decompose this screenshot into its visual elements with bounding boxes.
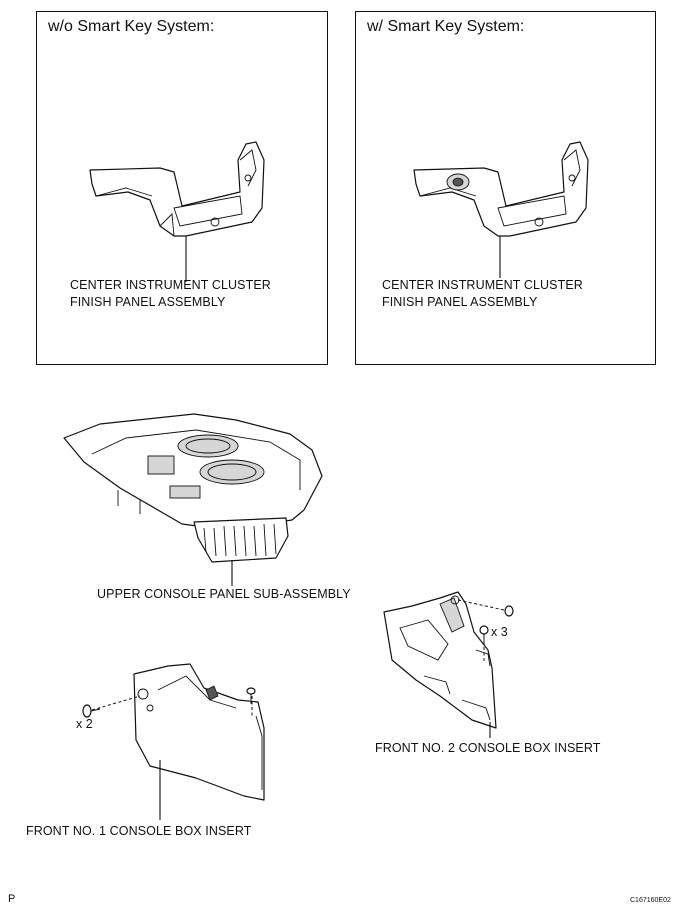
front-no2-drawing — [383, 591, 497, 729]
screw-path — [91, 695, 141, 711]
screw-icon — [479, 625, 489, 644]
screw-count: x 3 — [491, 625, 508, 639]
figure-code: C167160E02 — [630, 897, 671, 904]
screw-count: x 2 — [76, 717, 93, 731]
finish-panel-drawing-left — [89, 141, 265, 237]
front-no1-drawing — [133, 663, 265, 801]
part-label-upper-console: UPPER CONSOLE PANEL SUB-ASSEMBLY — [97, 587, 351, 601]
screw-icon — [246, 687, 256, 704]
label-line: CENTER INSTRUMENT CLUSTER — [382, 278, 583, 292]
footer-mark: P — [8, 893, 16, 905]
part-label-front-no2: FRONT NO. 2 CONSOLE BOX INSERT — [375, 741, 601, 755]
panel-with-smart-key: w/ Smart Key System: — [355, 11, 656, 365]
part-label-front-no1: FRONT NO. 1 CONSOLE BOX INSERT — [26, 824, 252, 838]
part-label: CENTER INSTRUMENT CLUSTER FINISH PANEL A… — [70, 277, 271, 311]
upper-console-drawing — [63, 413, 323, 563]
screw-icon — [82, 704, 101, 718]
panel-without-smart-key: w/o Smart Key System: — [36, 11, 328, 365]
label-line: CENTER INSTRUMENT CLUSTER — [70, 278, 271, 292]
label-line: FINISH PANEL ASSEMBLY — [382, 295, 538, 309]
finish-panel-drawing-right — [413, 141, 589, 237]
part-label: CENTER INSTRUMENT CLUSTER FINISH PANEL A… — [382, 277, 583, 311]
screw-icon — [504, 605, 514, 617]
label-line: FINISH PANEL ASSEMBLY — [70, 295, 226, 309]
panel-title: w/o Smart Key System: — [48, 18, 215, 35]
panel-title: w/ Smart Key System: — [367, 18, 525, 35]
screw-path — [457, 599, 505, 611]
